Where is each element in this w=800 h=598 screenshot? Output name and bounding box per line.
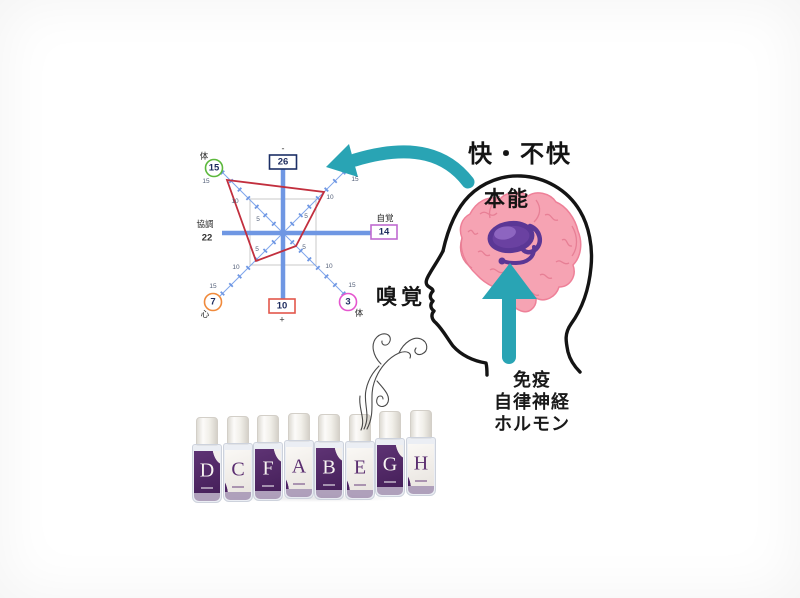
bottle-subtext-mark: [323, 484, 335, 486]
value-box-top: [268, 154, 298, 170]
head-outline: [424, 174, 594, 377]
bottle-liquid: [194, 493, 220, 501]
bottle-label: C: [225, 450, 251, 492]
bottle: D: [192, 417, 222, 503]
bottle-body: F: [253, 442, 283, 501]
tick-label: 15: [351, 175, 359, 183]
radar-data-polygon: [225, 178, 326, 263]
bottle-liquid: [316, 490, 342, 498]
axis-bottom-right-label: 体: [354, 307, 364, 318]
bottle-liquid: [286, 489, 312, 497]
instinct-label: 本能: [484, 188, 530, 211]
bottle-label: D: [194, 451, 220, 493]
tick-label: 5: [255, 245, 259, 253]
bottle-body: C: [223, 443, 253, 502]
bottle-letter: E: [353, 456, 367, 479]
tick-label: 15: [209, 282, 217, 290]
bottle: F: [253, 415, 283, 501]
tick-label: 10: [326, 193, 334, 201]
bottle: C: [223, 416, 253, 502]
bottle-body: H: [406, 437, 436, 496]
effects-text-block: 免疫 自律神経 ホルモン: [452, 369, 612, 435]
bottle-liquid: [225, 492, 251, 500]
olfaction-label: 嗅覚: [376, 286, 426, 309]
brain-folds: [459, 195, 578, 296]
axis-top-left-value: 15: [208, 162, 220, 174]
value-circle-bottom-right: [338, 292, 358, 312]
axis-top-sign: -: [281, 143, 285, 154]
bottle-subtext-mark: [354, 484, 366, 486]
bottle-label: A: [286, 447, 312, 489]
effect-immunity: 免疫: [513, 370, 551, 390]
bottle-label: F: [255, 449, 281, 491]
bottle-subtext-mark: [262, 485, 274, 487]
tick-label: 5: [256, 215, 260, 223]
brain-shape: [459, 191, 582, 313]
tick-label: 5: [304, 212, 308, 220]
bottle: H: [406, 410, 436, 496]
bottle-liquid: [255, 491, 281, 499]
pleasure-displeasure-label: 快・不快: [468, 141, 572, 168]
bottle-label: B: [316, 448, 342, 490]
axis-right-value: 14: [378, 226, 390, 238]
bottle-body: G: [375, 438, 405, 497]
bottle-label: E: [347, 448, 373, 490]
tick-label: 10: [325, 262, 333, 270]
value-box-right: [370, 224, 398, 240]
curved-arrow: [326, 144, 475, 189]
effect-autonomic-nerves: 自律神経: [494, 392, 570, 412]
axis-top-left-label: 体: [199, 150, 209, 161]
bottle-label: G: [377, 445, 403, 487]
axis-top-value: 26: [277, 156, 289, 168]
bottle-letter: A: [291, 455, 307, 478]
bottle-letter: B: [322, 456, 336, 479]
bottle-body: B: [314, 441, 344, 500]
tick-label: 10: [231, 197, 239, 205]
bottle-subtext-mark: [201, 487, 213, 489]
bottle-liquid: [408, 486, 434, 494]
bottle: B: [314, 414, 344, 500]
bottle: E: [345, 414, 375, 500]
bottle-label: H: [408, 444, 434, 486]
value-circle-bottom-left: [203, 292, 223, 312]
radar-chart: [203, 154, 398, 314]
axis-bottom-left-label: 心: [200, 308, 210, 319]
tick-label: 5: [302, 243, 306, 251]
bottle-subtext-mark: [415, 480, 427, 482]
axis-left-label: 協調: [196, 218, 214, 229]
axis-bottom-left-value: 7: [210, 296, 216, 308]
tick-label: 10: [232, 263, 240, 271]
bottle-liquid: [377, 487, 403, 495]
bottle-liquid: [347, 490, 373, 498]
axis-bottom-right-value: 3: [345, 296, 351, 308]
tick-label: 15: [348, 281, 356, 289]
axis-left-value: 22: [201, 232, 213, 244]
bottle-letter: F: [262, 457, 274, 480]
axis-right-label: 自覚: [376, 212, 394, 223]
value-box-bottom: [268, 298, 296, 314]
bottle-body: A: [284, 440, 314, 499]
bottle: A: [284, 413, 314, 499]
head-illustration: [424, 174, 594, 377]
bottle-body: D: [192, 444, 222, 503]
bottle-letter: G: [382, 453, 398, 476]
axis-bottom-value: 10: [276, 300, 288, 312]
bottle-subtext-mark: [293, 483, 305, 485]
value-circle-top-left: [204, 158, 224, 178]
bottle-letter: C: [231, 458, 245, 481]
bottle-subtext-mark: [384, 481, 396, 483]
effect-hormones: ホルモン: [494, 414, 570, 434]
bottle-letter: H: [413, 452, 429, 475]
axis-bottom-sign: +: [279, 314, 285, 325]
tick-label: 15: [202, 177, 210, 185]
bottle-letter: D: [199, 459, 215, 482]
bottle: G: [375, 411, 405, 497]
bottle-body: E: [345, 441, 375, 500]
up-arrow: [482, 263, 537, 364]
bottle-subtext-mark: [232, 486, 244, 488]
limbic-system: [487, 220, 543, 266]
